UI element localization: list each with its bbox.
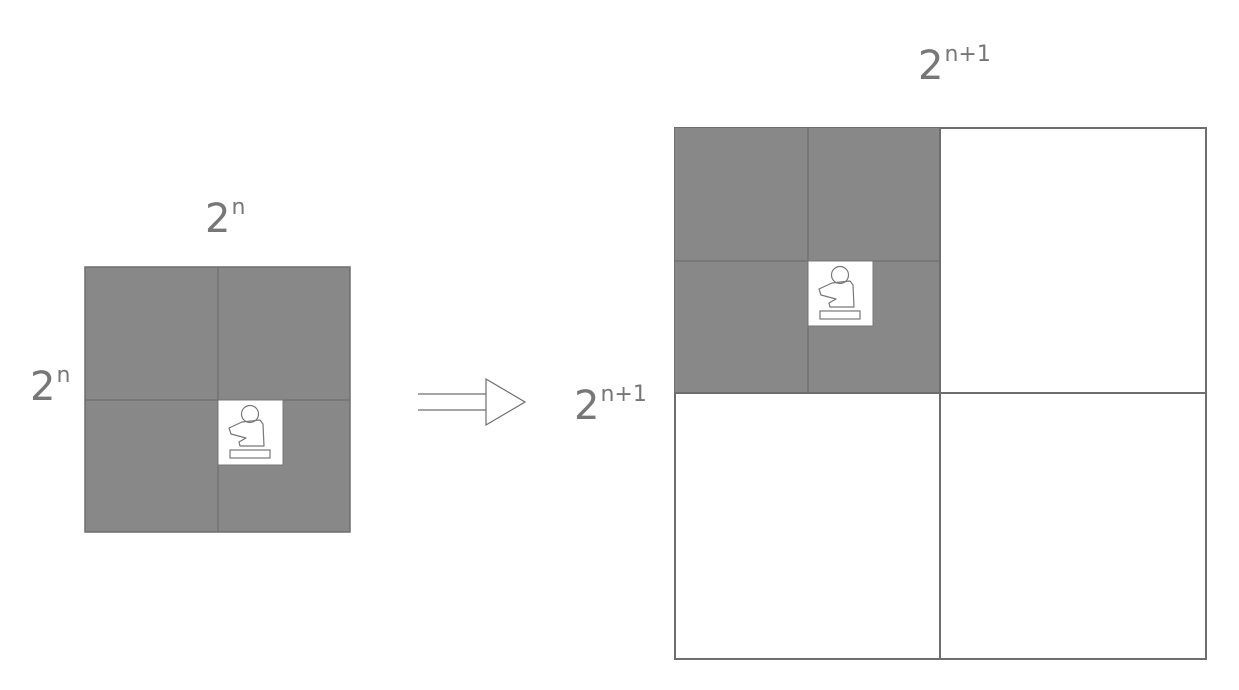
large-board-marker-cell <box>807 260 874 327</box>
label-base: 2 <box>574 383 600 429</box>
label-exponent: n <box>56 363 71 388</box>
double-arrow-right-icon <box>418 377 527 427</box>
small-board-width-label: 2n <box>205 196 245 242</box>
small-board-height-label: 2n <box>30 364 70 410</box>
large-board-width-label: 2n+1 <box>918 43 991 89</box>
label-exponent: n+1 <box>944 42 991 67</box>
label-base: 2 <box>205 196 231 242</box>
label-base: 2 <box>918 43 944 89</box>
small-board-marker-cell <box>217 399 284 466</box>
label-base: 2 <box>30 364 56 410</box>
small-board <box>84 266 351 533</box>
label-exponent: n+1 <box>600 382 647 407</box>
large-board-height-label: 2n+1 <box>574 383 647 429</box>
label-exponent: n <box>231 195 246 220</box>
large-board <box>674 127 1207 660</box>
